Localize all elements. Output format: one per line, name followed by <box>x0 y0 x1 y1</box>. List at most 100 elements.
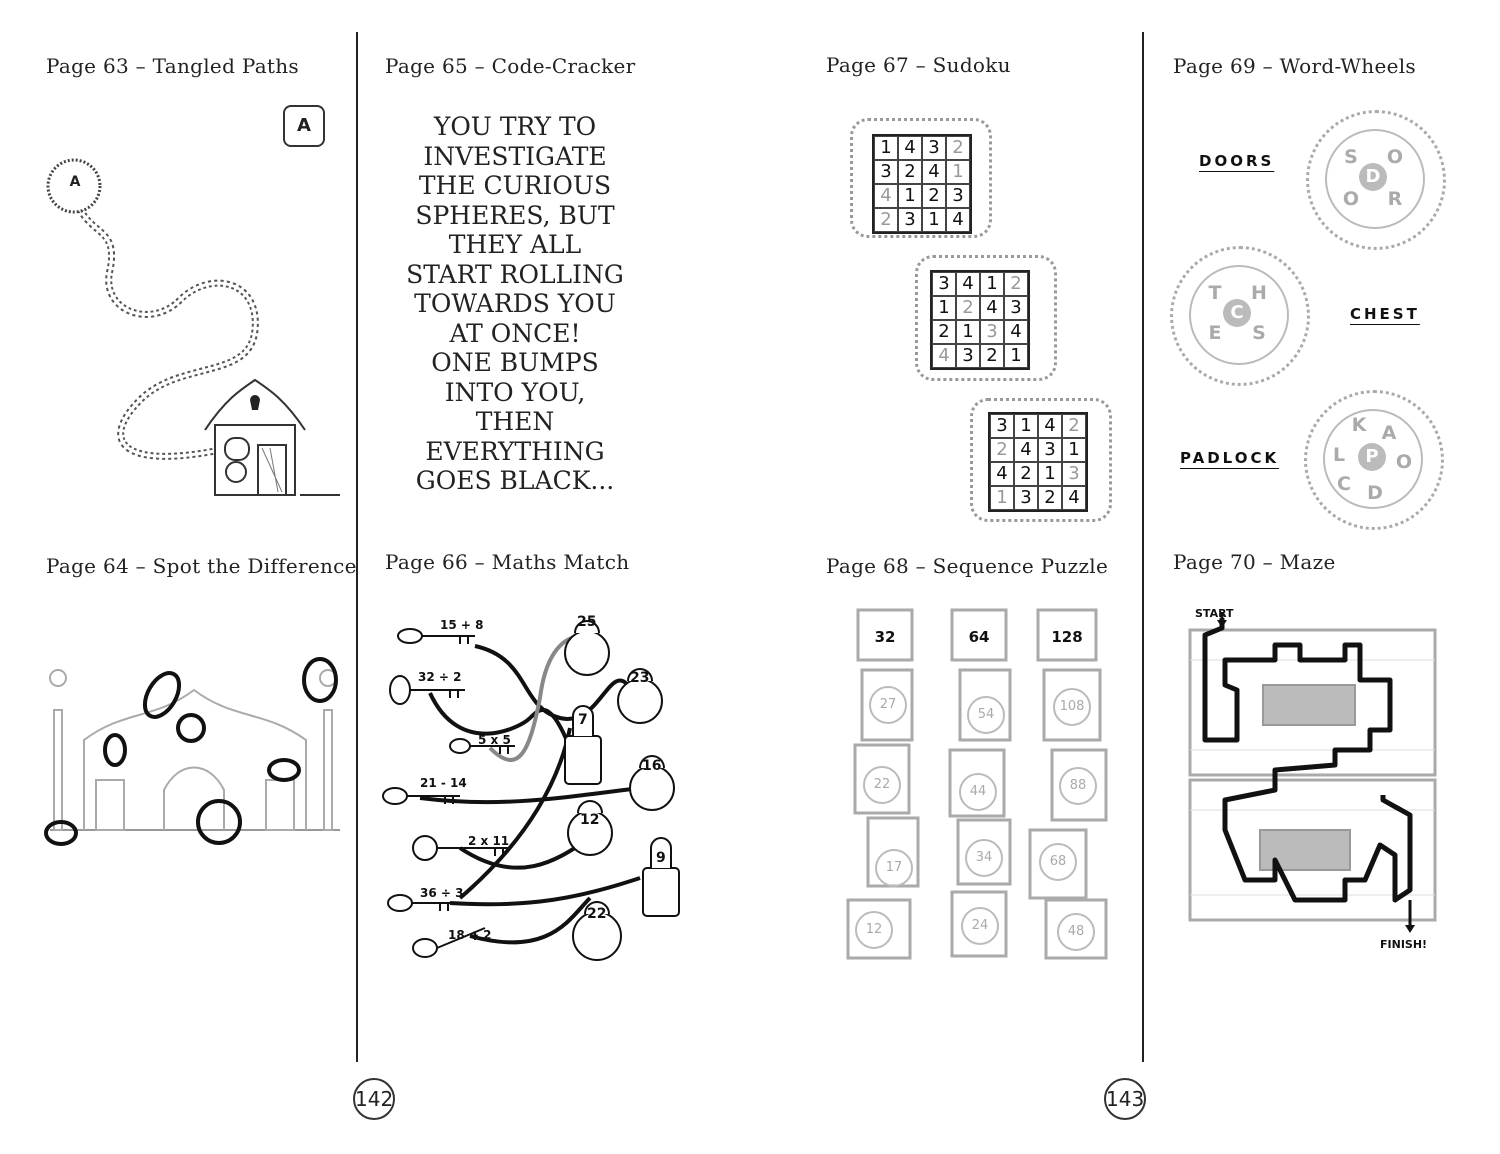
wheel-letter: O <box>1386 146 1404 168</box>
sudoku-cell: 2 <box>874 208 898 232</box>
wheel-letter: K <box>1351 414 1367 436</box>
wheel-letter: R <box>1387 188 1403 210</box>
sudoku-frame-2 <box>915 255 1057 381</box>
wheel-letter: E <box>1208 322 1222 344</box>
sudoku-cell: 4 <box>1014 438 1038 462</box>
sudoku-cell: 1 <box>1004 344 1028 368</box>
story-line: THEY ALL <box>448 230 582 259</box>
lock-label: 12 <box>580 812 600 828</box>
section-title-p67: Page 67 – Sudoku <box>826 53 1011 77</box>
sudoku-cell: 4 <box>946 208 970 232</box>
sudoku-cell: 3 <box>898 208 922 232</box>
chain-path-drawing <box>46 158 340 496</box>
sudoku-cell: 3 <box>956 344 980 368</box>
wheel-letter: O <box>1395 451 1413 473</box>
wheel-letter: C <box>1337 473 1351 495</box>
sudoku-cell: 1 <box>956 320 980 344</box>
sequence-value: 34 <box>975 850 993 865</box>
word-wheel-answer-chest: CHEST <box>1350 305 1420 323</box>
sudoku-cell: 3 <box>874 160 898 184</box>
wheel-letter: O <box>1342 188 1360 210</box>
building-drawing <box>44 657 340 846</box>
key-label: 5 x 5 <box>478 733 511 747</box>
key-label: 18 ÷ 2 <box>448 928 492 942</box>
story-line: YOU TRY TO <box>433 112 597 141</box>
sudoku-cell: 4 <box>932 344 956 368</box>
story-line: SPHERES, BUT <box>415 200 615 230</box>
sudoku-cell: 1 <box>874 136 898 160</box>
page-number-left: 142 <box>353 1078 395 1120</box>
sudoku-cell: 3 <box>990 414 1014 438</box>
story-line: EVERYTHING <box>425 436 605 466</box>
sudoku-frame-3 <box>970 398 1112 522</box>
wheel-letter: A <box>1381 422 1397 444</box>
badge-start-letter: A <box>69 174 81 190</box>
maze-drawing <box>1188 612 1437 933</box>
sudoku-cell: 1 <box>1062 438 1086 462</box>
word-wheel-2 <box>1170 246 1310 386</box>
section-title-p63: Page 63 – Tangled Paths <box>46 54 299 78</box>
story-line: ONE BUMPS <box>431 348 599 377</box>
sudoku-cell: 3 <box>932 272 956 296</box>
wheel-letter: T <box>1208 282 1222 304</box>
maze-finish-label: FINISH! <box>1380 938 1428 951</box>
badge-start: A <box>66 174 84 190</box>
code-cracker-text: YOU TRY TO INVESTIGATE THE CURIOUS SPHER… <box>380 112 650 496</box>
sudoku-cell: 4 <box>874 184 898 208</box>
wheel-letter: L <box>1332 444 1346 466</box>
section-title-p66: Page 66 – Maths Match <box>385 550 630 574</box>
maths-match-illustration: 15 + 8 32 ÷ 2 5 x 5 21 - 14 2 x 11 36 ÷ … <box>380 598 680 978</box>
sequence-puzzle: 32 64 128 27 22 17 12 54 44 34 24 108 88… <box>840 600 1120 965</box>
sudoku-cell: 1 <box>980 272 1004 296</box>
key-label: 21 - 14 <box>420 776 467 790</box>
sequence-start-value: 32 <box>874 628 896 646</box>
sequence-value: 54 <box>977 707 995 722</box>
sudoku-cell: 1 <box>946 160 970 184</box>
maze-start-label: START <box>1195 607 1234 620</box>
sudoku-cell: 3 <box>922 136 946 160</box>
story-line: AT ONCE! <box>449 318 581 348</box>
sudoku-cell: 2 <box>956 296 980 320</box>
sequence-value: 108 <box>1059 699 1085 714</box>
spot-difference-illustration <box>44 650 346 850</box>
sudoku-cell: 3 <box>946 184 970 208</box>
key-label: 15 + 8 <box>440 618 484 632</box>
sudoku-cell: 2 <box>1014 462 1038 486</box>
sudoku-cell: 4 <box>898 136 922 160</box>
lock-label: 22 <box>587 906 607 922</box>
sequence-value: 22 <box>873 777 891 792</box>
sequence-paths <box>846 608 1108 960</box>
sudoku-cell: 2 <box>980 344 1004 368</box>
key-label: 2 x 11 <box>468 834 510 848</box>
maths-match-lines <box>382 620 680 961</box>
wheel-center-letter: C <box>1223 299 1251 327</box>
section-title-p64: Page 64 – Spot the Difference <box>46 554 357 578</box>
lock-label: 16 <box>642 758 662 774</box>
story-line: THE CURIOUS <box>418 171 612 200</box>
sudoku-cell: 3 <box>1038 438 1062 462</box>
wheel-letter: H <box>1251 282 1267 304</box>
word-wheel-answer-doors: DOORS <box>1199 152 1275 170</box>
sequence-value: 48 <box>1067 924 1085 939</box>
sudoku-cell: 3 <box>1062 462 1086 486</box>
wheel-center-letter: D <box>1359 163 1387 191</box>
word-wheel-3 <box>1304 390 1444 530</box>
key-label: 32 ÷ 2 <box>418 670 462 684</box>
sudoku-cell: 2 <box>898 160 922 184</box>
sudoku-cell: 4 <box>1038 414 1062 438</box>
sudoku-cell: 3 <box>980 320 1004 344</box>
wheel-letter: D <box>1367 482 1383 504</box>
sudoku-cell: 1 <box>932 296 956 320</box>
word-wheel-answer-padlock: PADLOCK <box>1180 449 1280 467</box>
sudoku-cell: 1 <box>922 208 946 232</box>
wheel-letter: S <box>1344 146 1358 168</box>
sudoku-cell: 1 <box>898 184 922 208</box>
sequence-value: 44 <box>969 784 987 799</box>
story-line: TOWARDS YOU <box>414 289 616 318</box>
divider-left <box>356 32 358 1062</box>
section-title-p68: Page 68 – Sequence Puzzle <box>826 554 1109 578</box>
sudoku-cell: 4 <box>922 160 946 184</box>
sequence-value: 24 <box>971 918 989 933</box>
